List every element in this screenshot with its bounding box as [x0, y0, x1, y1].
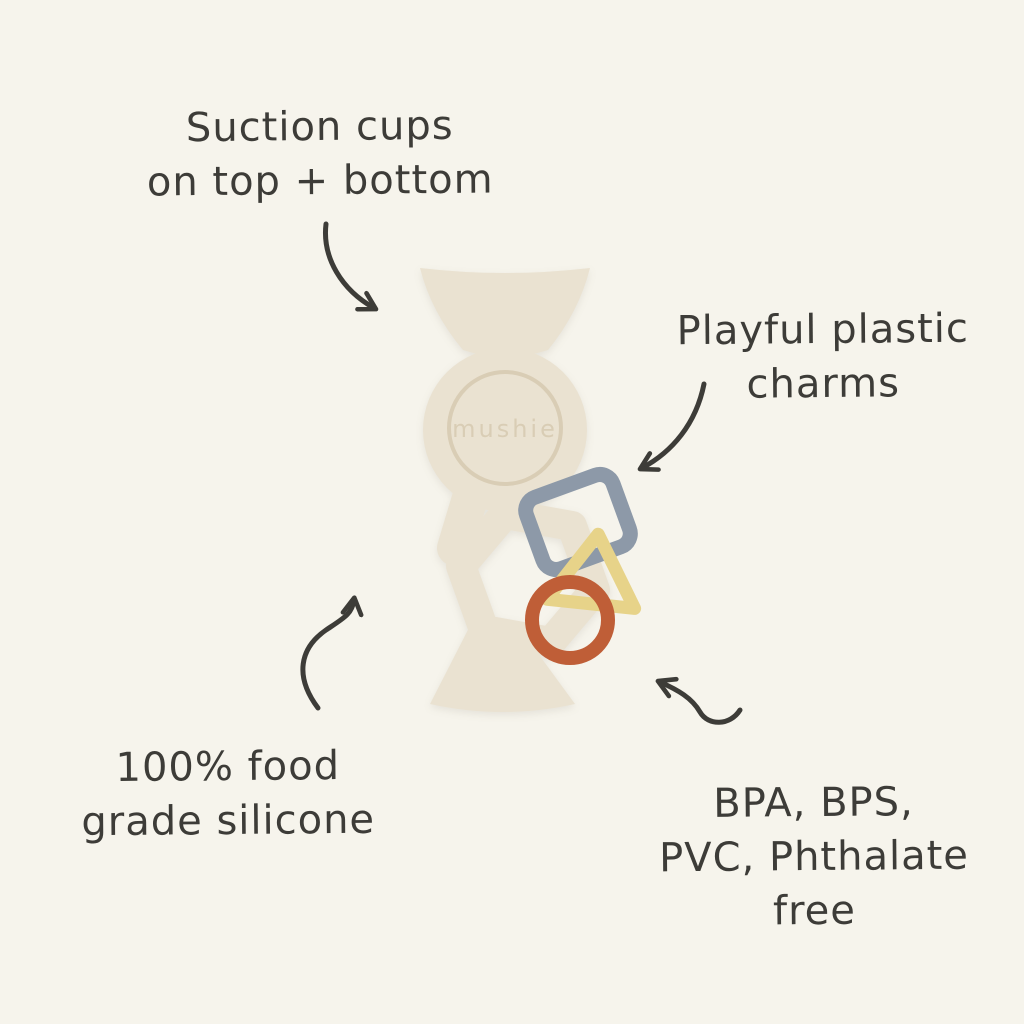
annotation-arrows	[300, 221, 743, 725]
arrow-chemical-free	[655, 676, 743, 725]
arrow-plastic-charms	[637, 381, 707, 472]
label-suction-cups: Suction cups on top + bottom	[90, 98, 551, 210]
square-charm	[518, 467, 638, 577]
arrow-suction-cups	[322, 221, 379, 312]
label-line: PVC, Phthalate	[658, 832, 970, 882]
label-line: 100% food	[115, 743, 341, 791]
neck-shape	[437, 480, 488, 566]
ring-charm	[525, 575, 615, 665]
label-line: on top + bottom	[146, 156, 494, 206]
embossed-ring	[447, 370, 563, 486]
hexagon-loop-shape	[446, 499, 610, 657]
label-food-grade: 100% food grade silicone	[18, 738, 439, 850]
label-line: grade silicone	[81, 796, 376, 846]
label-line: Suction cups	[185, 102, 454, 152]
label-line: charms	[746, 360, 901, 408]
arrow-food-grade	[300, 595, 364, 711]
label-line: BPA, BPS,	[713, 779, 914, 827]
top-suction-cup-shape	[420, 268, 590, 357]
label-line: Playful plastic	[676, 305, 970, 355]
brand-logo: mushie	[452, 415, 558, 443]
label-chemical-free: BPA, BPS, PVC, Phthalate free	[597, 774, 1024, 940]
triangle-charm	[540, 527, 642, 615]
bottom-suction-cup-shape	[430, 618, 575, 712]
label-plastic-charms: Playful plastic charms	[618, 301, 1024, 413]
plastic-charms	[518, 467, 642, 665]
label-line: free	[772, 887, 857, 935]
